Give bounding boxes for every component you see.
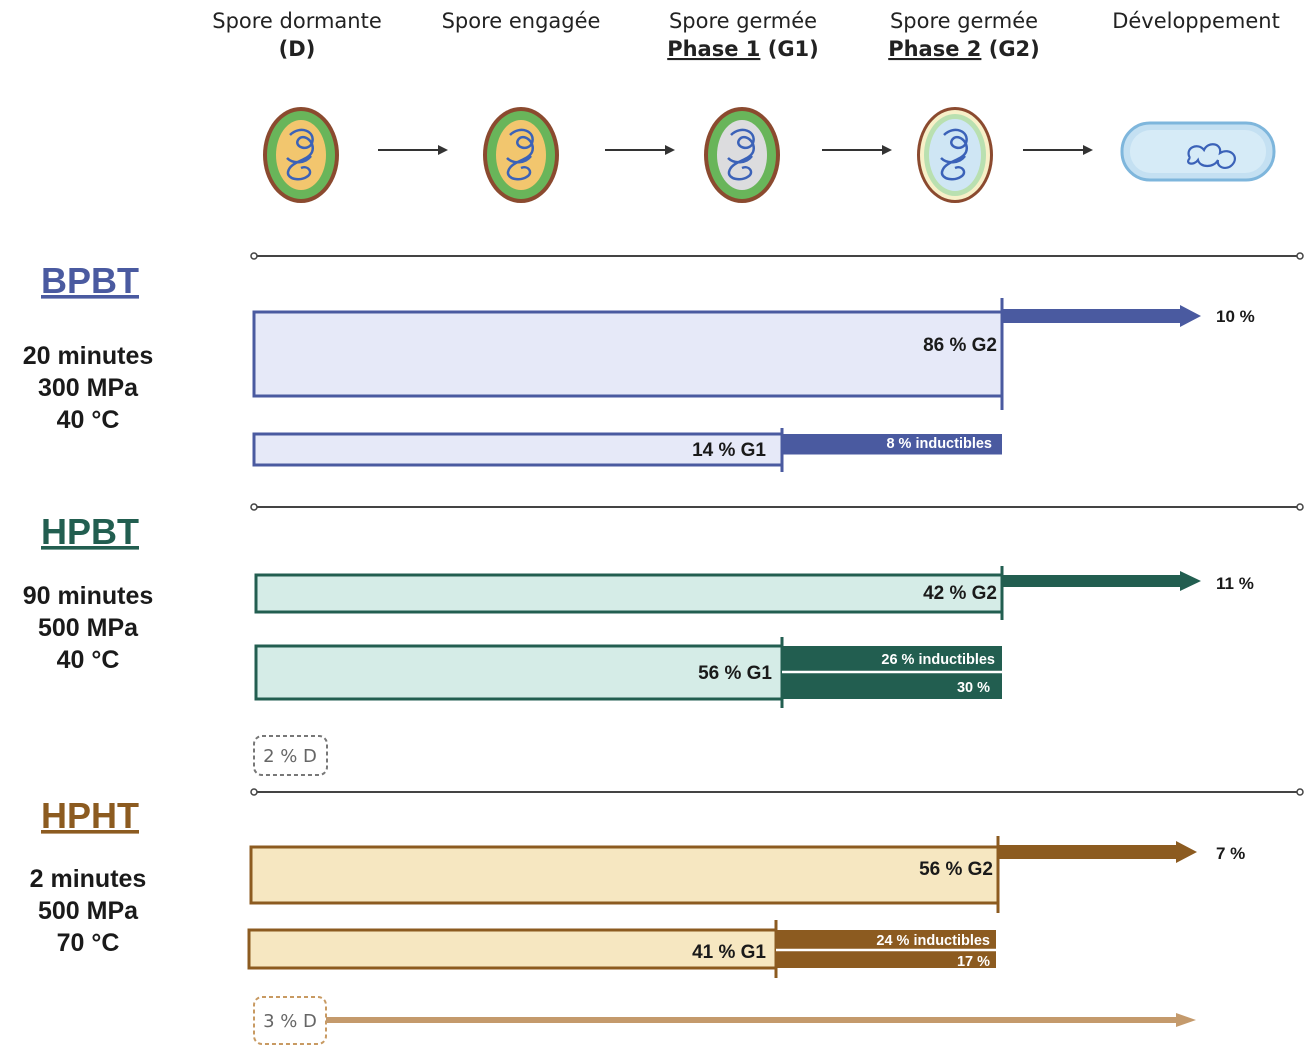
stage-label: Spore engagée xyxy=(442,9,601,33)
treatment-pressure: 300 MPa xyxy=(38,374,139,402)
treatment-title: BPBT xyxy=(41,260,139,301)
g2-label: 56 % G2 xyxy=(919,859,993,880)
g1-label: 41 % G1 xyxy=(692,942,766,963)
treatment-duration: 20 minutes xyxy=(23,342,154,370)
treatment-pressure: 500 MPa xyxy=(38,897,139,925)
vegetative-cell-icon xyxy=(1120,121,1276,182)
stage-sublabel: Phase 2 (G2) xyxy=(888,37,1040,61)
development-arrow xyxy=(1002,305,1201,327)
stage-germinated-phase2: Spore germée Phase 2 (G2) xyxy=(888,9,1040,61)
stage-label: Spore germée xyxy=(890,9,1038,33)
treatment-temperature: 70 °C xyxy=(57,929,120,957)
dormant-box xyxy=(253,735,328,776)
spore-phase2-icon xyxy=(917,107,993,203)
spore-phase1-icon xyxy=(704,107,780,203)
divider-endpoint xyxy=(250,503,258,511)
stage-code: (G1) xyxy=(760,37,818,61)
stage-sublabel: (D) xyxy=(279,37,316,61)
g1-bar xyxy=(247,928,778,970)
divider-endpoint xyxy=(250,252,258,260)
stage-development: Développement xyxy=(1112,9,1280,33)
treatment-pressure: 500 MPa xyxy=(38,614,139,642)
inducible-label: 26 % inductibles xyxy=(881,652,995,668)
stage-label: Spore dormante xyxy=(212,9,382,33)
stage-label: Spore germée xyxy=(669,9,817,33)
stage-sublabel: Phase 1 (G1) xyxy=(667,37,819,61)
divider-endpoint xyxy=(1296,252,1304,260)
development-arrow xyxy=(998,841,1197,863)
g1-bar xyxy=(254,644,784,701)
g1-bar xyxy=(252,432,784,467)
inducible-label: 24 % inductibles xyxy=(876,933,990,949)
g2-bar xyxy=(249,845,1000,905)
non-inducible-label: 30 % xyxy=(957,680,990,696)
development-percent: 7 % xyxy=(1216,844,1245,863)
stage-code: (G2) xyxy=(981,37,1039,61)
development-percent: 11 % xyxy=(1216,574,1254,593)
treatment-hpht: HPHT 2 minutes 500 MPa 70 °C 56 % G2 7 %… xyxy=(30,788,1304,1045)
stage-engaged: Spore engagée xyxy=(442,9,601,33)
dormant-development-arrow xyxy=(326,1013,1196,1027)
inducible-label: 8 % inductibles xyxy=(886,436,992,452)
g1-label: 56 % G1 xyxy=(698,663,772,684)
stage-label: Développement xyxy=(1112,9,1280,33)
g2-bar xyxy=(252,310,1004,398)
treatment-duration: 2 minutes xyxy=(30,865,147,893)
dormant-label: 2 % D xyxy=(263,746,317,767)
stage-dormant: Spore dormante (D) xyxy=(212,9,382,61)
spore-dormant-icon xyxy=(263,107,339,203)
inducible-bar xyxy=(782,434,1002,453)
treatment-temperature: 40 °C xyxy=(57,406,120,434)
g2-label: 86 % G2 xyxy=(923,335,997,356)
dormant-label: 3 % D xyxy=(263,1011,317,1032)
non-inducible-label: 17 % xyxy=(957,954,990,970)
treatment-hpbt: HPBT 90 minutes 500 MPa 40 °C 42 % G2 11… xyxy=(23,503,1304,776)
development-arrow xyxy=(1002,571,1201,591)
dormant-box xyxy=(253,996,327,1045)
treatment-temperature: 40 °C xyxy=(57,646,120,674)
g2-label: 42 % G2 xyxy=(923,583,997,604)
stage-phase: Phase 2 xyxy=(888,37,981,61)
stage-germinated-phase1: Spore germée Phase 1 (G1) xyxy=(667,9,819,61)
divider-endpoint xyxy=(1296,788,1304,796)
stage-header: Spore dormante (D) Spore engagée Spore g… xyxy=(212,9,1280,61)
divider-endpoint xyxy=(250,788,258,796)
spore-engaged-icon xyxy=(483,107,559,203)
stage-phase: Phase 1 xyxy=(667,37,760,61)
treatment-title: HPHT xyxy=(41,795,139,836)
treatment-duration: 90 minutes xyxy=(23,582,154,610)
g2-bar xyxy=(254,573,1004,614)
divider-endpoint xyxy=(1296,503,1304,511)
g1-label: 14 % G1 xyxy=(692,440,766,461)
development-percent: 10 % xyxy=(1216,307,1255,326)
treatment-bpbt: BPBT 20 minutes 300 MPa 40 °C 86 % G2 10… xyxy=(23,252,1304,472)
treatment-title: HPBT xyxy=(41,511,139,552)
